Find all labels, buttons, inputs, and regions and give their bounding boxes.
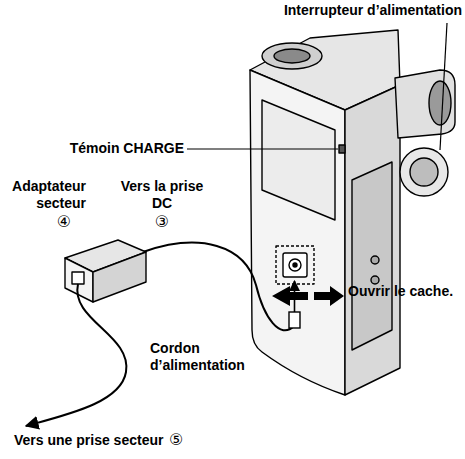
plug-arrow xyxy=(294,281,296,312)
grip-strap xyxy=(352,162,392,350)
open-arrow xyxy=(314,286,344,306)
adapter-side xyxy=(93,252,146,302)
part-label: Cordon d’alimentation xyxy=(150,340,262,374)
terminal xyxy=(371,256,379,264)
viewfinder xyxy=(395,70,455,138)
part-label: Vers une prise secteur xyxy=(14,432,163,449)
part-label: Adaptateur secteur xyxy=(0,178,86,212)
dc-cable xyxy=(143,243,294,331)
lens-glass xyxy=(274,49,310,63)
part-label: Interrupteur d’alimentation xyxy=(236,2,462,19)
jack-cover xyxy=(276,246,314,284)
part-label: Témoin CHARGE xyxy=(48,140,184,157)
power-dial xyxy=(400,148,448,196)
camcorder-front xyxy=(345,85,400,395)
power-cord xyxy=(26,284,126,426)
leader-line xyxy=(440,23,447,150)
dc-plug xyxy=(289,312,300,328)
callout-number: ④ xyxy=(44,213,84,231)
camcorder-side xyxy=(250,70,345,395)
leader-line xyxy=(187,148,338,149)
dc-jack xyxy=(283,253,307,277)
dc-jack-socket xyxy=(289,259,301,271)
adapter-end xyxy=(65,258,93,302)
dc-jack-pin xyxy=(293,263,297,267)
part-label: Vers la prise DC xyxy=(112,178,212,212)
charge-lamp xyxy=(339,145,345,153)
terminal xyxy=(371,276,379,284)
open-arrow xyxy=(272,286,308,306)
side-panel xyxy=(262,100,335,220)
lens xyxy=(262,43,322,69)
callout-number: ⑤ xyxy=(169,431,199,449)
callout-number: ③ xyxy=(142,213,182,231)
part-label: Ouvrir le cache. xyxy=(348,283,463,300)
adapter-socket xyxy=(72,272,84,284)
power-dial-center xyxy=(410,158,438,186)
eyepiece xyxy=(429,81,451,125)
